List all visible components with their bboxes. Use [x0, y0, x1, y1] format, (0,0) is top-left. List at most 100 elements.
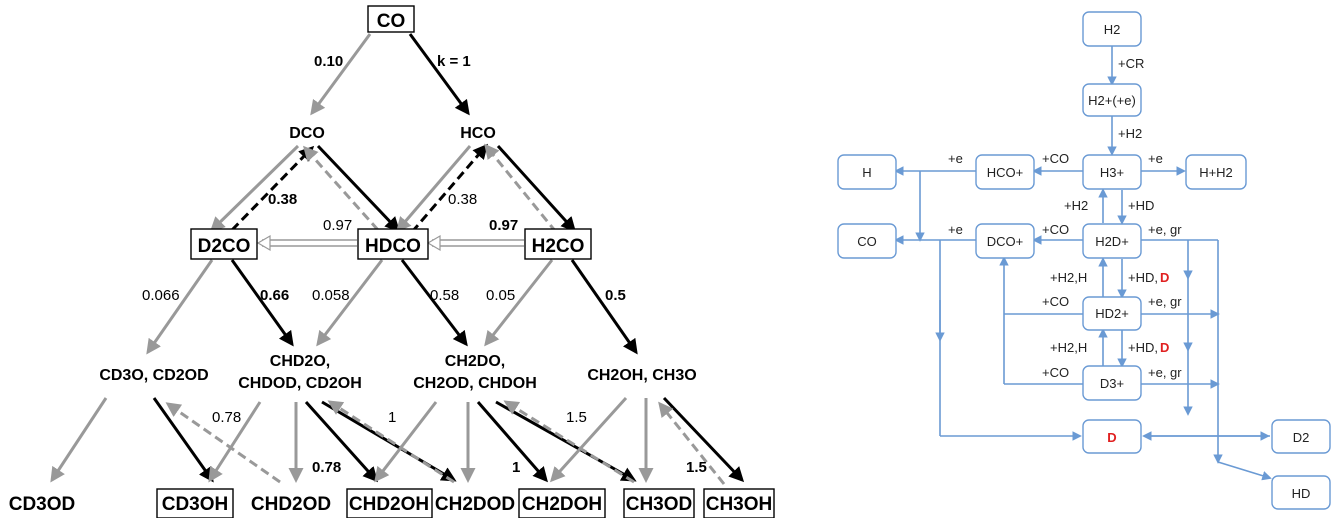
- rate-097: 0.97: [323, 217, 352, 234]
- node-h: H: [862, 165, 871, 180]
- label-d-red-1: D: [1160, 270, 1169, 285]
- species-ch2dod: CH2DOD: [435, 494, 515, 515]
- label-co-4: +CO: [1042, 365, 1069, 380]
- node-d: D: [1107, 430, 1116, 445]
- node-h2p: H2+(+e): [1088, 93, 1136, 108]
- node-d-box: [1082, 419, 1142, 454]
- node-dcop: DCO+: [987, 234, 1023, 249]
- left-panel-species: CO DCO HCO D2CO HDCO H2CO CD3O, CD2OD CH…: [9, 11, 773, 515]
- node-hd-box: [1271, 475, 1331, 510]
- cd3oh-box: [156, 488, 234, 518]
- node-d2-box: [1271, 419, 1331, 454]
- species-co: CO: [377, 11, 406, 32]
- label-egr-1: +e, gr: [1148, 222, 1182, 237]
- species-ch2doh: CH2DOH: [522, 494, 602, 515]
- species-ch2oh-ch3o: CH2OH, CH3O: [587, 367, 696, 384]
- rate-097-bold: 0.97: [489, 217, 518, 234]
- species-chd2oh: CHD2OH: [349, 494, 429, 515]
- rate-066: 0.66: [260, 287, 289, 304]
- right-panel-nodes: [837, 11, 1331, 510]
- co-box: [367, 5, 415, 33]
- node-d3p: D3+: [1100, 376, 1124, 391]
- node-h2p-box: [1082, 83, 1142, 117]
- rate-15-bold: 1.5: [686, 459, 707, 476]
- species-chdod-cd2oh: CHDOD, CD2OH: [238, 375, 362, 392]
- rate-078: 0.78: [212, 409, 241, 426]
- species-ch2od-chdoh: CH2OD, CHDOH: [413, 375, 537, 392]
- rate-038-bold: 0.38: [268, 191, 297, 208]
- species-d2co: D2CO: [198, 236, 251, 257]
- node-h2dp: H2D+: [1095, 234, 1129, 249]
- label-e-1: +e: [948, 151, 963, 166]
- node-co: CO: [857, 234, 877, 249]
- right-panel-reaction-labels: +CR +H2 +e +CO +e +H2 +HD +e +CO +e, gr …: [948, 56, 1182, 380]
- left-panel-rates: 0.10 k = 1 0.38 0.97 0.38 0.97 0.066 0.6…: [142, 53, 707, 476]
- species-cd3o-cd2od: CD3O, CD2OD: [99, 367, 208, 384]
- chd2oh-box: [346, 488, 433, 518]
- rate-078-bold: 0.78: [312, 459, 341, 476]
- rate-15: 1.5: [566, 409, 587, 426]
- node-h-box: [837, 154, 897, 190]
- species-ch3oh: CH3OH: [706, 494, 773, 515]
- node-d2: D2: [1293, 430, 1310, 445]
- rate-co-hco: k = 1: [437, 53, 471, 70]
- label-h2h-b: +H2,H: [1050, 340, 1087, 355]
- node-dcop-box: [975, 223, 1035, 259]
- node-h2: H2: [1104, 22, 1121, 37]
- node-hd2p-box: [1082, 296, 1142, 331]
- rate-0058: 0.058: [312, 287, 350, 304]
- node-h2-box: [1082, 11, 1142, 47]
- species-hdco: HDCO: [365, 236, 421, 257]
- species-dco: DCO: [289, 125, 325, 142]
- species-chd2o: CHD2O,: [270, 353, 330, 370]
- rate-005: 0.05: [486, 287, 515, 304]
- label-hd-b: +HD,: [1128, 270, 1158, 285]
- species-h2co: H2CO: [532, 236, 585, 257]
- right-panel-arrows: [894, 46, 1272, 481]
- rate-1: 1: [388, 409, 396, 426]
- d2co-box: [190, 228, 258, 260]
- label-egr-2: +e, gr: [1148, 294, 1182, 309]
- species-cd3od: CD3OD: [9, 494, 76, 515]
- label-hd-a: +HD: [1128, 198, 1154, 213]
- rate-1-bold: 1: [512, 459, 520, 476]
- rate-038: 0.38: [448, 191, 477, 208]
- label-cr: +CR: [1118, 56, 1144, 71]
- species-chd2od: CHD2OD: [251, 494, 331, 515]
- node-h3p: H3+: [1100, 165, 1124, 180]
- label-co-1: +CO: [1042, 151, 1069, 166]
- label-e-3: +e: [948, 222, 963, 237]
- node-d3p-box: [1082, 365, 1142, 401]
- h2co-box: [524, 228, 592, 260]
- left-panel-arrows: [50, 33, 745, 485]
- label-d-red-2: D: [1160, 340, 1169, 355]
- node-h3p-box: [1082, 154, 1142, 190]
- rate-0066: 0.066: [142, 287, 180, 304]
- label-co-2: +CO: [1042, 222, 1069, 237]
- ch3od-box: [623, 488, 695, 518]
- node-hh2-box: [1185, 154, 1247, 190]
- rate-058: 0.58: [430, 287, 459, 304]
- rate-05: 0.5: [605, 287, 626, 304]
- node-hh2: H+H2: [1199, 165, 1233, 180]
- label-egr-3: +e, gr: [1148, 365, 1182, 380]
- node-hcop-box: [975, 154, 1035, 190]
- node-co-box: [837, 223, 897, 259]
- right-panel-node-labels: H2 H2+(+e) H3+ H+H2 HCO+ H CO DCO+ H2D+ …: [857, 22, 1310, 501]
- label-h2h-a: +H2,H: [1050, 270, 1087, 285]
- species-ch3od: CH3OD: [626, 494, 693, 515]
- species-hco: HCO: [460, 125, 496, 142]
- label-co-3: +CO: [1042, 294, 1069, 309]
- label-h2-b: +H2: [1064, 198, 1088, 213]
- node-hd: HD: [1292, 486, 1311, 501]
- label-hd-c: +HD,: [1128, 340, 1158, 355]
- node-h2dp-box: [1082, 223, 1142, 259]
- left-panel-boxes: [156, 5, 775, 518]
- species-ch2do: CH2DO,: [445, 353, 505, 370]
- label-e-2: +e: [1148, 151, 1163, 166]
- node-hcop: HCO+: [987, 165, 1023, 180]
- ch3oh-box: [703, 488, 775, 518]
- hdco-box: [357, 228, 429, 260]
- rate-co-dco: 0.10: [314, 53, 343, 70]
